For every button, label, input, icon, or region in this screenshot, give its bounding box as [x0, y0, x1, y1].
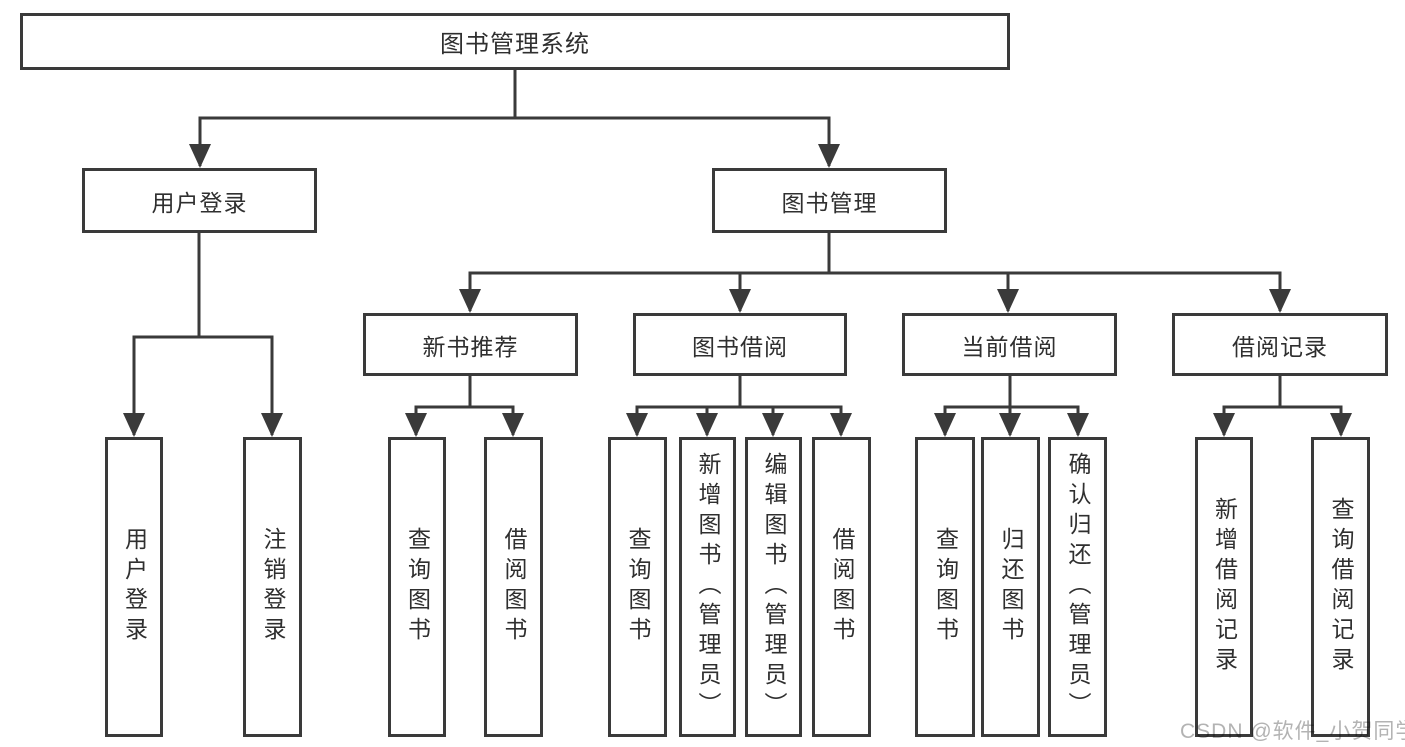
arrowhead-icon	[830, 413, 852, 437]
arrowheads	[123, 144, 1352, 437]
arrowhead-icon	[997, 289, 1019, 313]
connector-borrow-bus	[635, 405, 843, 435]
arrowhead-icon	[1067, 413, 1089, 437]
node-br-query-record: 查询借阅记录	[1311, 437, 1370, 737]
arrowhead-icon	[1213, 413, 1235, 437]
node-bb-add-books-admin: 新增图书（管理员）	[679, 437, 736, 737]
arrowhead-icon	[626, 413, 648, 437]
node-logout-leaf: 注销登录	[243, 437, 302, 737]
node-user-login-leaf: 用户登录	[105, 437, 163, 737]
node-book-management: 图书管理	[712, 168, 947, 233]
arrowhead-icon	[123, 413, 145, 437]
node-cb-return-books: 归还图书	[981, 437, 1040, 737]
arrowhead-icon	[1269, 289, 1291, 313]
node-bb-borrow-books: 借阅图书	[812, 437, 871, 737]
arrowhead-icon	[459, 289, 481, 313]
arrowhead-icon	[261, 413, 283, 437]
arrowhead-icon	[696, 413, 718, 437]
node-br-add-record: 新增借阅记录	[1195, 437, 1253, 737]
connector-level3-bus	[468, 271, 1282, 311]
connector-records-bus	[1222, 405, 1343, 435]
node-nb-borrow-books: 借阅图书	[484, 437, 543, 737]
connector-newbook-bus	[414, 405, 515, 435]
node-cb-query-books: 查询图书	[915, 437, 975, 737]
arrowhead-icon	[1330, 413, 1352, 437]
arrowhead-icon	[934, 413, 956, 437]
arrowhead-icon	[729, 289, 751, 313]
node-current-borrow: 当前借阅	[902, 313, 1117, 376]
arrowhead-icon	[762, 413, 784, 437]
node-new-book-recommend: 新书推荐	[363, 313, 578, 376]
arrowhead-icon	[999, 413, 1021, 437]
node-bb-edit-books-admin: 编辑图书（管理员）	[745, 437, 802, 737]
node-borrow-records: 借阅记录	[1172, 313, 1388, 376]
arrowhead-icon	[189, 144, 211, 168]
node-bb-query-books: 查询图书	[608, 437, 667, 737]
arrowhead-icon	[502, 413, 524, 437]
connector-userlogin-bus	[132, 335, 274, 435]
watermark: CSDN @软件_小贺同学	[1180, 720, 1405, 743]
node-book-borrow: 图书借阅	[633, 313, 847, 376]
arrowhead-icon	[405, 413, 427, 437]
node-nb-query-books: 查询图书	[388, 437, 446, 737]
node-cb-confirm-return-admin: 确认归还（管理员）	[1048, 437, 1107, 737]
node-user-login: 用户登录	[82, 168, 317, 233]
connector-level2-bus	[198, 116, 831, 166]
arrowhead-icon	[818, 144, 840, 168]
node-root: 图书管理系统	[20, 13, 1010, 70]
